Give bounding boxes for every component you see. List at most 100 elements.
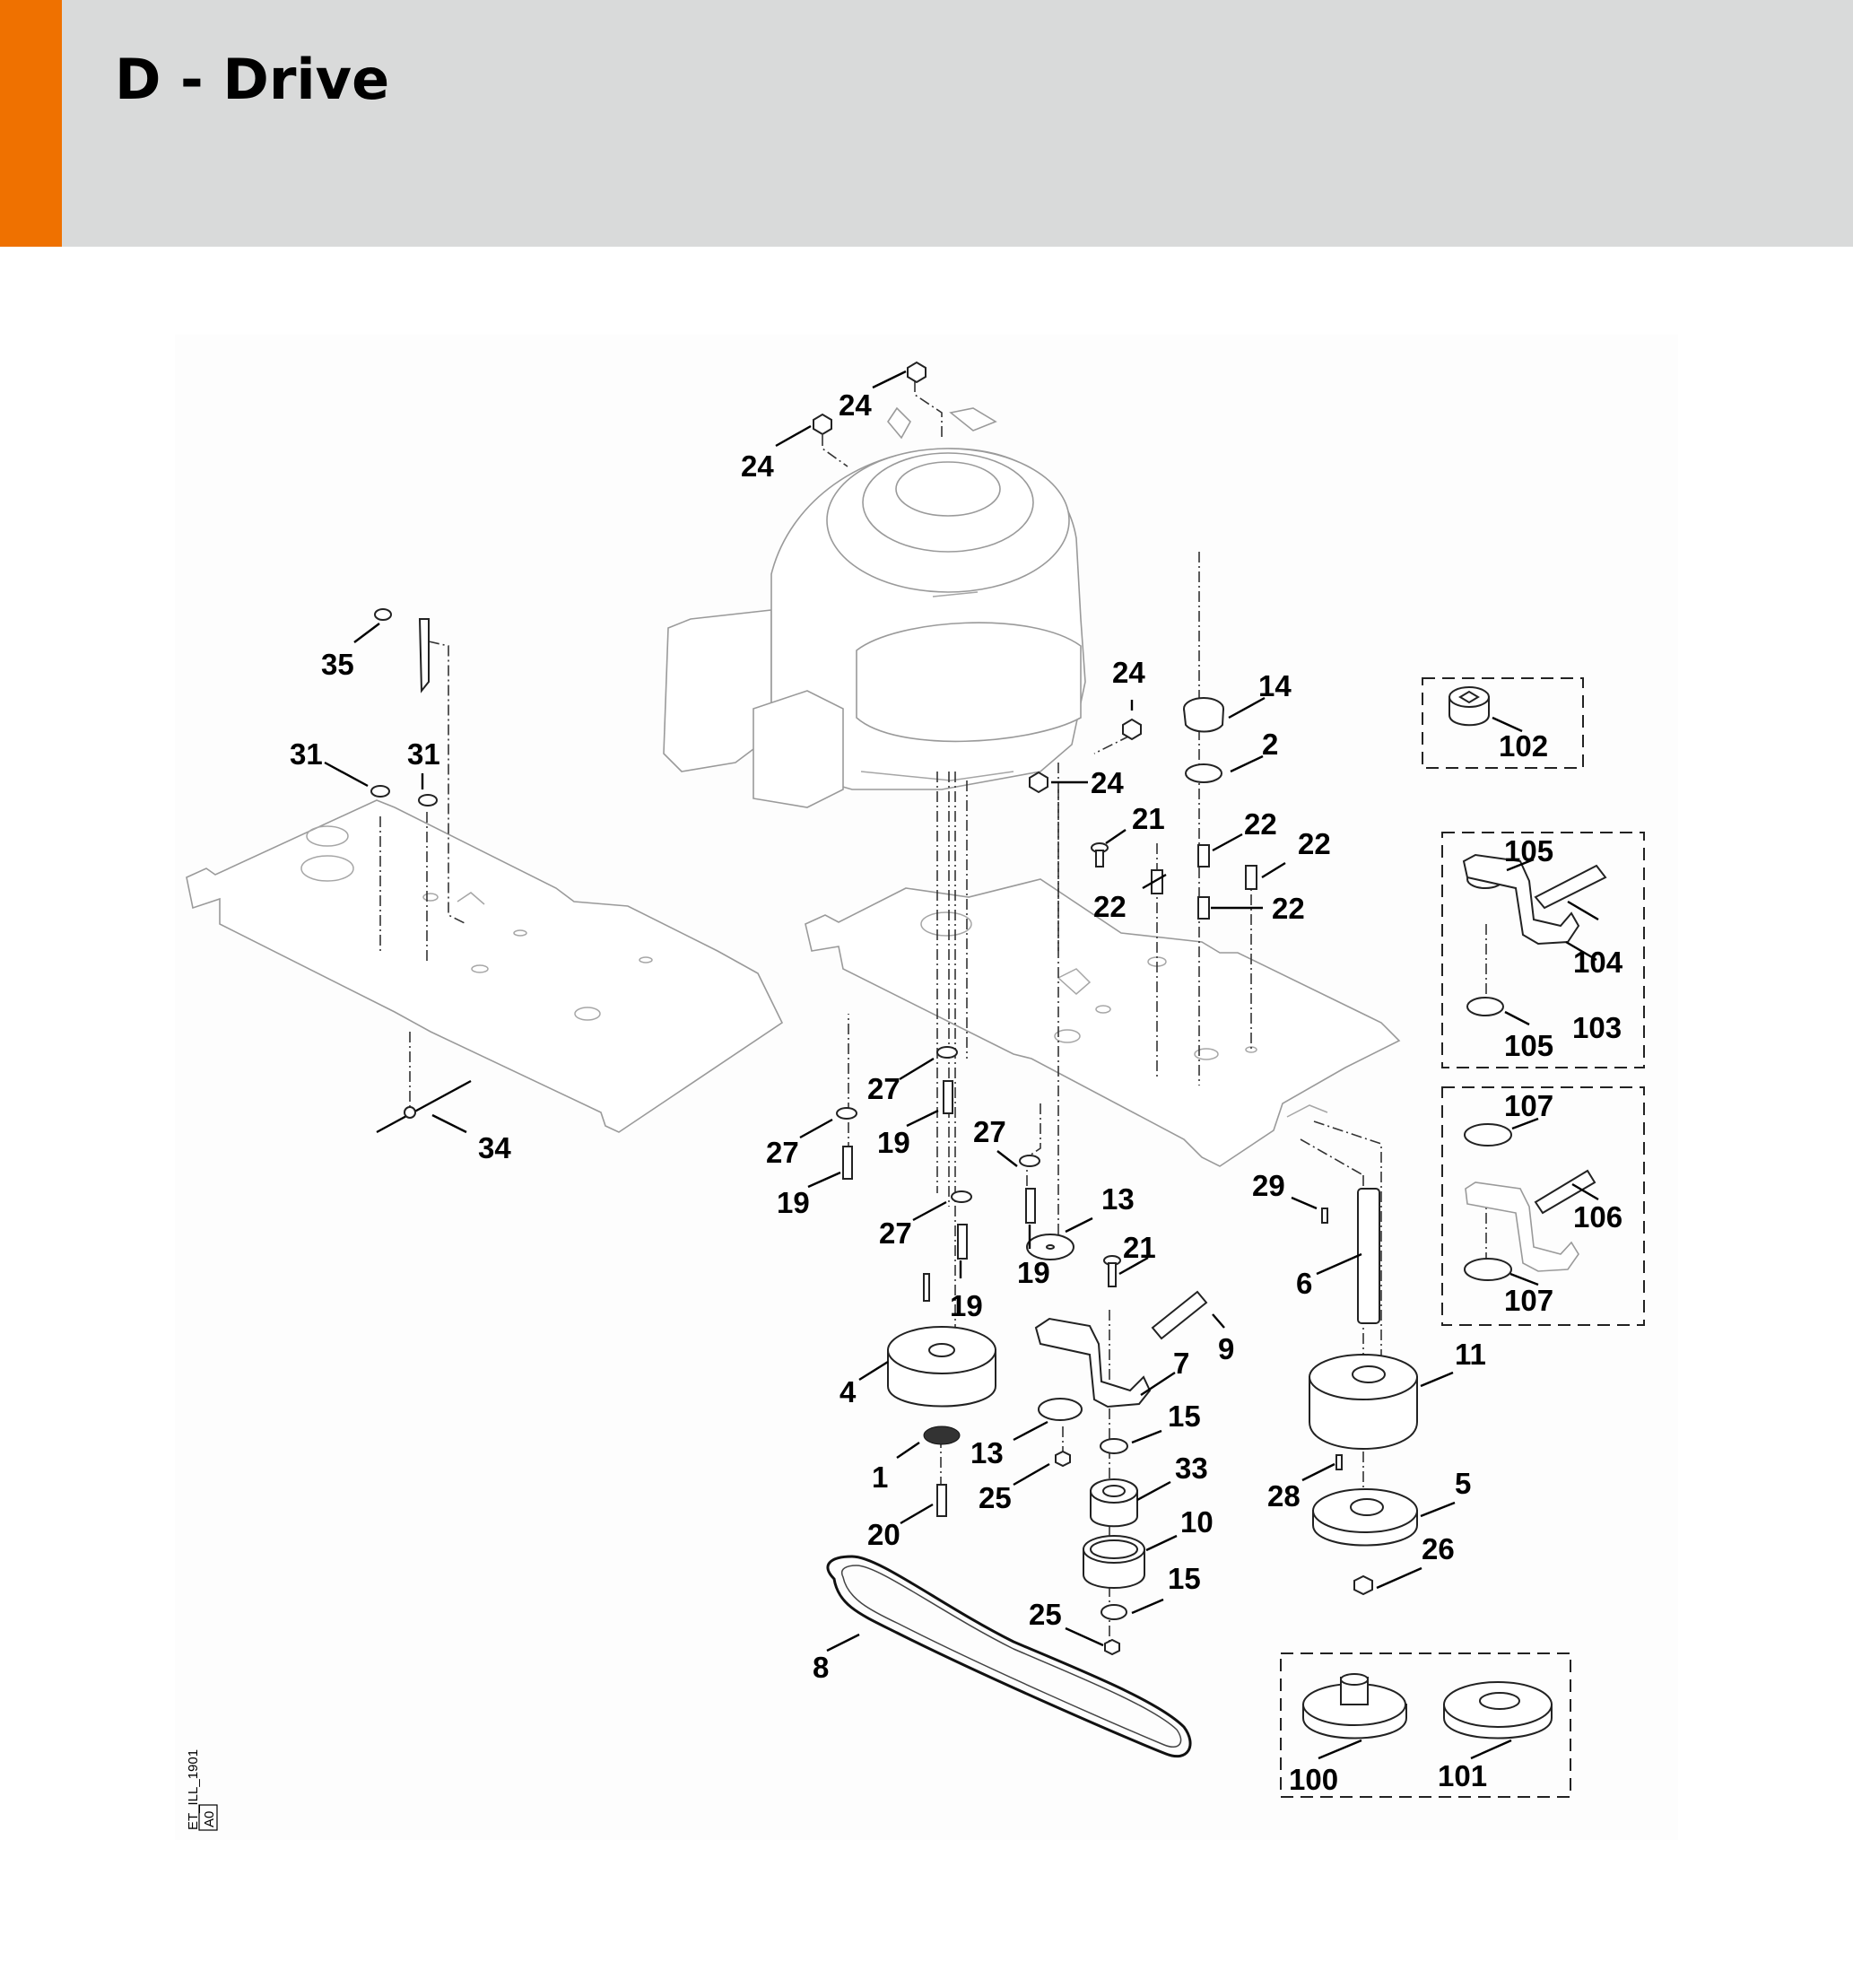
callout: 13 [970, 1436, 1004, 1469]
washer-27-c [951, 1190, 972, 1203]
callout: 26 [1422, 1532, 1455, 1565]
nut-24-c [1122, 718, 1142, 741]
callout: 13 [1101, 1182, 1135, 1216]
group-box-103-105 [1441, 832, 1645, 1068]
callout: 15 [1168, 1562, 1201, 1595]
nut-25-b [1104, 1638, 1120, 1656]
assembly-lines [379, 381, 1487, 1642]
callout: 24 [741, 449, 774, 483]
bushing-102 [1448, 686, 1490, 727]
callout: 21 [1132, 802, 1165, 835]
washer-27-b [836, 1107, 857, 1120]
shaft-6 [1357, 1188, 1380, 1324]
group-box-106-107 [1441, 1086, 1645, 1326]
callout: 20 [867, 1518, 900, 1551]
washer-27-d [1019, 1155, 1040, 1167]
callout: 4 [840, 1375, 857, 1408]
callout: 22 [1298, 827, 1331, 860]
callout: 19 [777, 1186, 810, 1219]
key-near-4 [923, 1273, 930, 1302]
screw-35 [374, 608, 392, 621]
bolt-20 [936, 1484, 947, 1517]
callout: 34 [478, 1131, 511, 1164]
accent-bar [0, 0, 62, 247]
pulley-101 [1443, 1681, 1553, 1740]
callout: 22 [1093, 890, 1127, 923]
callout: 105 [1504, 1029, 1553, 1062]
callout: 10 [1180, 1505, 1214, 1539]
pulley-100 [1302, 1673, 1407, 1740]
group-box-100-101 [1280, 1652, 1571, 1798]
callout: 1 [872, 1460, 888, 1494]
callout: 8 [813, 1651, 829, 1684]
washer-27-a [936, 1046, 958, 1059]
callout: 103 [1572, 1011, 1622, 1044]
group-parts [1302, 686, 1607, 1740]
washer-13-b [1038, 1398, 1083, 1421]
washer-15-b [1100, 1604, 1127, 1620]
callout: 22 [1244, 807, 1277, 841]
callout: 5 [1455, 1467, 1471, 1500]
pulley-4 [887, 1326, 996, 1408]
bolt-19-d [1025, 1188, 1036, 1224]
clutch-11 [1309, 1354, 1418, 1450]
nut-24-d [1029, 771, 1048, 794]
page-title: D - Drive [115, 47, 390, 112]
bolt-19-b [842, 1146, 853, 1180]
callout: 14 [1258, 669, 1292, 702]
callout: 9 [1218, 1332, 1234, 1365]
pulley-5 [1312, 1488, 1418, 1547]
callout: 102 [1499, 729, 1548, 763]
leader-lines [324, 370, 1599, 1760]
bracket-7 [1034, 1317, 1152, 1408]
callout: 22 [1272, 892, 1305, 925]
hardware-parts [370, 361, 1418, 1758]
callout: 24 [839, 388, 872, 422]
callout: 28 [1267, 1479, 1301, 1513]
key-28 [1335, 1454, 1343, 1470]
callout: 101 [1438, 1759, 1487, 1792]
bolt-19-c [957, 1224, 968, 1260]
callout: 107 [1504, 1089, 1553, 1122]
callout: 104 [1573, 946, 1623, 979]
illustration-reference: ET_ILL_1901 A0 [186, 1749, 218, 1831]
ring-2 [1185, 763, 1222, 783]
callout: 19 [1017, 1256, 1050, 1289]
washer-1 [923, 1426, 961, 1445]
callout: 27 [973, 1115, 1006, 1148]
idler-pulley-10 [1083, 1535, 1145, 1589]
callout: 29 [1252, 1169, 1285, 1202]
reference-code: ET_ILL_1901 [186, 1749, 201, 1830]
nut-25-a [1055, 1450, 1071, 1468]
v-belt-8 [826, 1555, 1192, 1758]
callout: 31 [407, 737, 440, 771]
callout: 2 [1262, 728, 1278, 761]
spring-9 [1151, 1290, 1208, 1340]
group-box-102 [1422, 677, 1584, 769]
callout: 24 [1091, 766, 1124, 799]
callout: 25 [979, 1481, 1012, 1514]
bolt-22-c [1245, 865, 1257, 890]
callout: 35 [321, 648, 354, 681]
callout: 6 [1296, 1267, 1312, 1300]
tension-spring-104 [1534, 864, 1607, 910]
washer-107-a [1464, 1123, 1512, 1147]
callout: 33 [1175, 1452, 1208, 1485]
callout: 31 [290, 737, 323, 771]
grommet-31-b [418, 794, 438, 807]
callout: 19 [950, 1289, 983, 1322]
callout: 107 [1504, 1284, 1553, 1317]
left-chassis-plate [186, 799, 784, 1133]
callout: 106 [1573, 1200, 1622, 1234]
callout: 27 [766, 1136, 799, 1169]
key-29 [1321, 1208, 1328, 1224]
spring-106 [1534, 1169, 1596, 1215]
nut-26 [1353, 1574, 1373, 1596]
washer-107-b [1464, 1258, 1512, 1281]
nut-24-b [813, 413, 832, 436]
callout: 19 [877, 1126, 910, 1159]
callout: 27 [879, 1216, 912, 1250]
callout: 7 [1173, 1347, 1189, 1380]
callout: 15 [1168, 1399, 1201, 1433]
